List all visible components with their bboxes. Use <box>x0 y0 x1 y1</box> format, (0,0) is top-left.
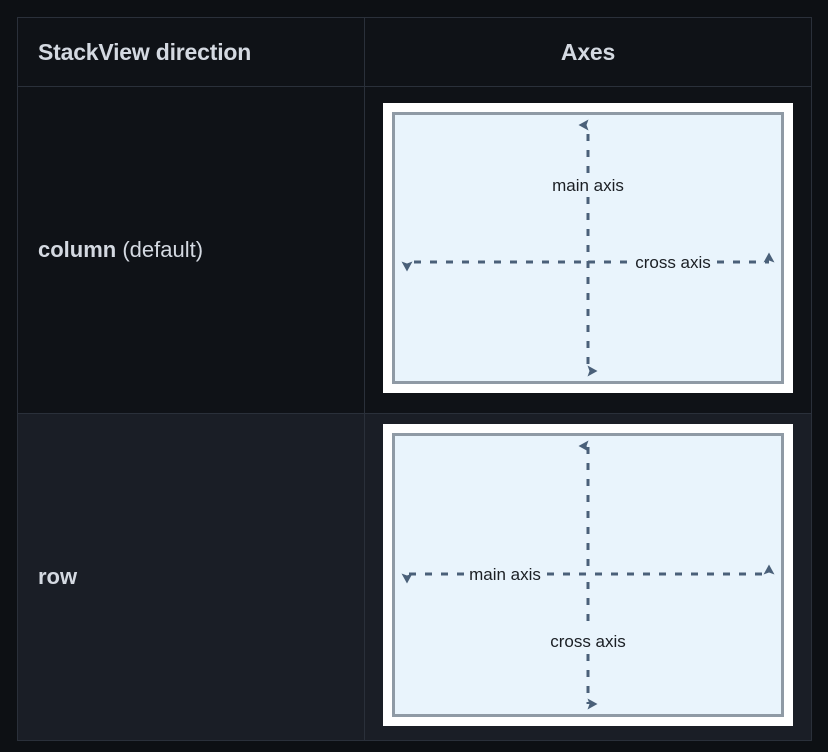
table-row: column (default) <box>17 86 812 414</box>
direction-label-column: column (default) <box>17 86 365 414</box>
axes-svg-column: main axis cross axis <box>401 119 775 376</box>
direction-label-row: row <box>17 413 365 741</box>
axes-diagram-cell-row: main axis cross axis <box>364 413 812 741</box>
diagram-frame-row: main axis cross axis <box>383 423 793 726</box>
axes-svg-row: main axis cross axis <box>401 440 775 709</box>
direction-name: row <box>38 564 78 589</box>
diagram-box-row: main axis cross axis <box>392 432 784 717</box>
diagram-frame-column: main axis cross axis <box>383 102 793 393</box>
direction-name: column <box>38 237 117 262</box>
table-header-row: StackView direction Axes <box>17 17 812 87</box>
table-header: StackView direction Axes <box>17 17 812 87</box>
header-axes: Axes <box>364 17 812 87</box>
main-axis-label: main axis <box>552 176 624 195</box>
axes-diagram-cell-column: main axis cross axis <box>364 86 812 414</box>
table-row: row <box>17 413 812 741</box>
direction-note: (default) <box>116 237 204 262</box>
stackview-direction-table: StackView direction Axes column (default… <box>17 17 812 741</box>
main-axis-label: main axis <box>469 565 541 584</box>
cross-axis-label: cross axis <box>550 632 626 651</box>
cross-axis-label: cross axis <box>635 253 711 272</box>
table-body: column (default) <box>17 86 812 741</box>
header-stackview-direction: StackView direction <box>17 17 365 87</box>
diagram-box-column: main axis cross axis <box>392 111 784 384</box>
